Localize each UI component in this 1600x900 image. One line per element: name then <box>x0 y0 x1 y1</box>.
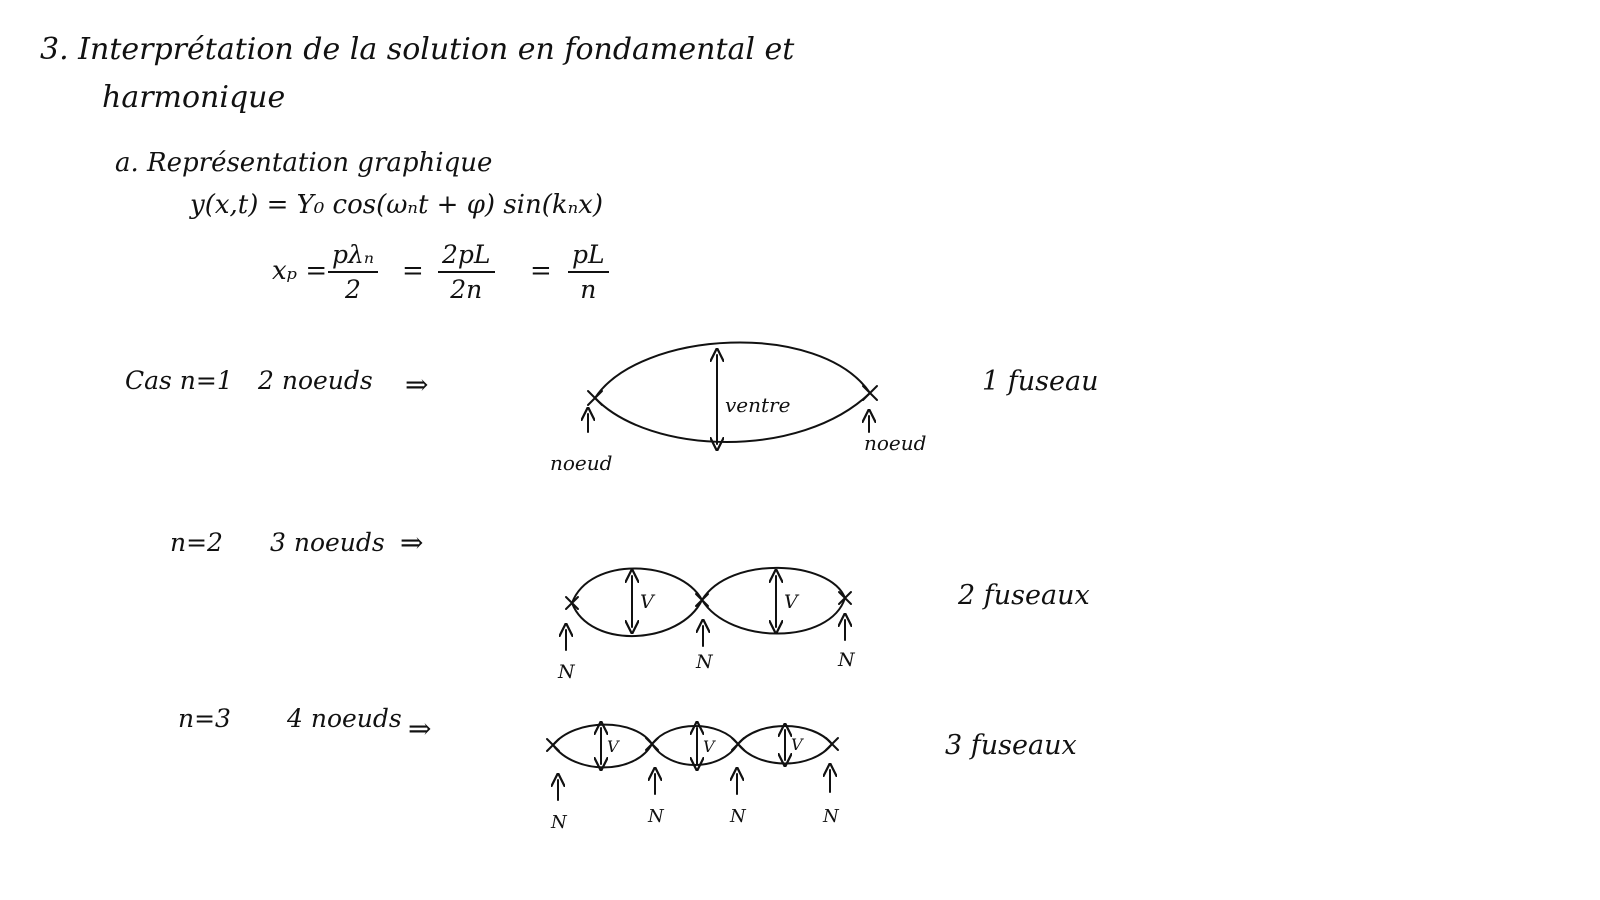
node-label: N <box>837 649 856 671</box>
antinode-label: V <box>784 591 800 613</box>
node-label: N <box>695 651 714 673</box>
node-marker <box>587 390 603 406</box>
case-3-implies: ⇒ <box>408 712 432 745</box>
wave-n1-lower-curve <box>594 392 871 443</box>
case-3-nodes-label: 4 noeuds <box>287 704 402 733</box>
case-3-n-label: n=3 <box>178 704 231 733</box>
wave-equation: y(x,t) = Y₀ cos(ωₙt + φ) sin(kₙx) <box>190 190 603 220</box>
wave-n1 <box>587 341 878 444</box>
case-2-fuseaux: 2 fuseaux <box>958 580 1090 611</box>
fraction-3-numerator: pL <box>568 240 609 273</box>
node-marker <box>731 737 745 751</box>
antinode-label: V <box>791 735 804 754</box>
node-label: N <box>550 812 568 833</box>
node-label: noeud <box>550 451 612 475</box>
antinode-label: V <box>607 737 620 756</box>
node-marker <box>546 738 560 752</box>
node-label: N <box>729 806 747 827</box>
equals-sign-2: = <box>530 256 552 286</box>
fraction-2: 2pL 2n <box>438 240 495 304</box>
wave-n3-lobe-2 <box>651 725 740 766</box>
node-label: N <box>647 806 665 827</box>
case-1-nodes-label: 2 noeuds <box>258 366 373 395</box>
wave-n3 <box>546 723 839 801</box>
case-1-implies: ⇒ <box>405 368 429 401</box>
case-3-fuseaux: 3 fuseaux <box>945 730 1077 761</box>
node-marker <box>565 596 579 610</box>
node-marker <box>695 593 709 607</box>
case-2-nodes-label: 3 noeuds <box>270 528 385 557</box>
section-title-line2: harmonique <box>102 80 286 115</box>
fraction-1-numerator: pλₙ <box>328 240 378 273</box>
node-marker <box>862 385 878 401</box>
fraction-2-denominator: 2n <box>450 275 483 304</box>
case-2-n-label: n=2 <box>170 528 223 557</box>
wave-n2-lobe-1 <box>571 567 704 637</box>
antinode-label: V <box>640 591 656 613</box>
wave-n1-upper-curve <box>594 341 871 399</box>
wave-n2 <box>565 566 852 651</box>
fraction-3-denominator: n <box>580 275 597 304</box>
case-1-fuseaux: 1 fuseau <box>982 366 1099 397</box>
node-position-lhs: xₚ = <box>272 256 328 286</box>
node-label: N <box>557 661 576 683</box>
antinode-label: ventre <box>725 393 790 417</box>
fraction-1: pλₙ 2 <box>328 240 378 304</box>
node-marker <box>838 591 852 605</box>
node-label: noeud <box>864 431 926 455</box>
fraction-1-denominator: 2 <box>345 275 361 304</box>
section-title-line1: 3. Interprétation de la solution en fond… <box>40 32 795 67</box>
fraction-3: pL n <box>568 240 609 304</box>
case-1-n-label: Cas n=1 <box>125 366 233 395</box>
node-label: N <box>822 806 840 827</box>
node-marker <box>825 737 839 751</box>
subsection-title: a. Représentation graphique <box>115 148 493 178</box>
antinode-label: V <box>703 737 716 756</box>
node-marker <box>645 737 659 751</box>
fraction-2-numerator: 2pL <box>438 240 495 273</box>
wave-n3-lobe-1 <box>552 723 654 769</box>
wave-n2-lobe-2 <box>701 566 847 635</box>
equals-sign-1: = <box>402 256 424 286</box>
case-2-implies: ⇒ <box>400 526 424 559</box>
